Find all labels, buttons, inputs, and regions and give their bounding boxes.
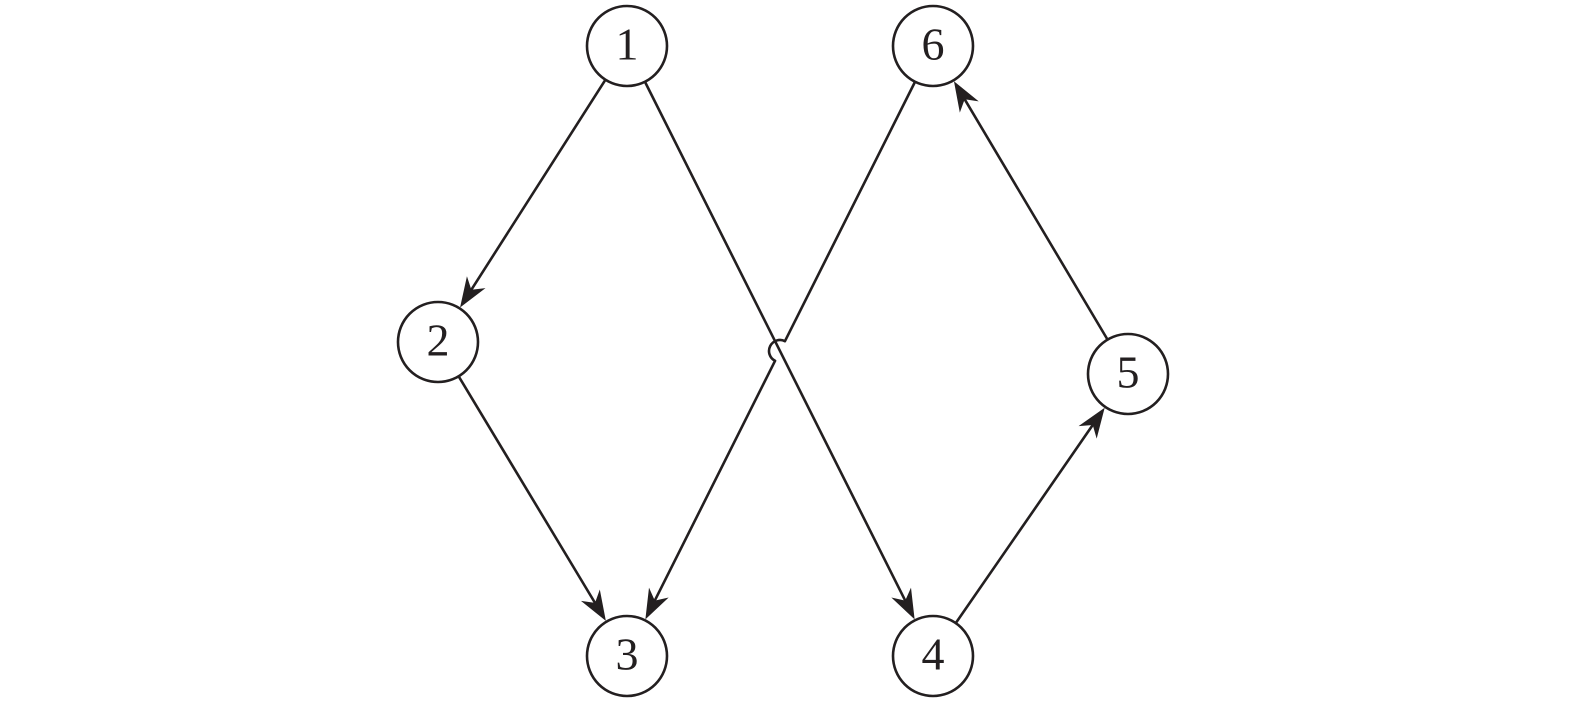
edge-2-to-3: [457, 374, 597, 606]
edge-5-to-6: [962, 97, 1109, 341]
node-3: 3: [585, 614, 669, 698]
node-6-circle: [891, 4, 975, 88]
edge-1-to-2: [469, 78, 607, 292]
node-2-label: 2: [427, 315, 450, 366]
node-5: 5: [1086, 332, 1170, 416]
node-6-label: 6: [922, 19, 945, 70]
arrowhead-5-to-6: [953, 81, 979, 113]
edge-4-to-5: [954, 422, 1095, 625]
node-5-label: 5: [1117, 347, 1140, 398]
node-4-circle: [891, 614, 975, 698]
arrowhead-6-to-3: [645, 587, 669, 620]
node-4-label: 4: [922, 629, 945, 680]
edge-6-to-3: [653, 80, 917, 603]
node-2-circle: [396, 300, 480, 384]
node-5-circle: [1086, 332, 1170, 416]
arrowhead-1-to-4: [891, 587, 915, 620]
nodes-layer: 1 2 3 4 5 6: [396, 4, 1170, 698]
node-1-circle: [585, 4, 669, 88]
node-6: 6: [891, 4, 975, 88]
node-2: 2: [396, 300, 480, 384]
node-1-label: 1: [616, 19, 639, 70]
arrowhead-2-to-3: [580, 589, 606, 621]
node-3-circle: [585, 614, 669, 698]
arrowhead-4-to-5: [1078, 407, 1105, 439]
node-4: 4: [891, 614, 975, 698]
edges-layer: [457, 78, 1109, 625]
node-3-label: 3: [616, 629, 639, 680]
node-1: 1: [585, 4, 669, 88]
arrowhead-1-to-2: [460, 276, 486, 308]
